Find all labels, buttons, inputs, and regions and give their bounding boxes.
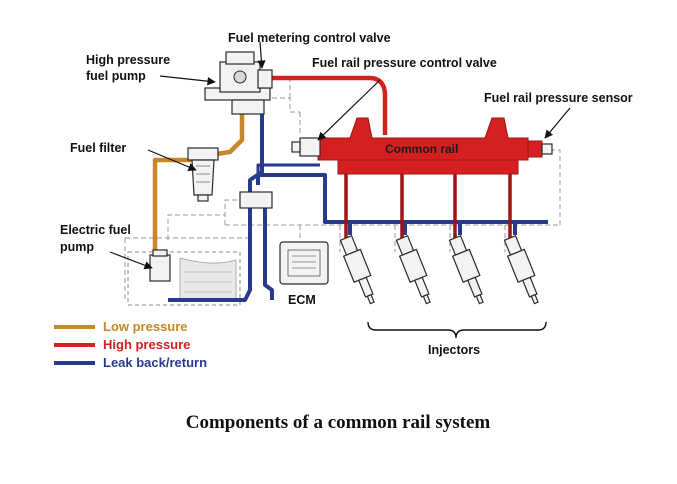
legend-label-low-pressure: Low pressure — [103, 319, 188, 334]
electric-fuel-pump — [149, 249, 171, 282]
high-pressure-lines — [268, 75, 512, 240]
injector-3 — [448, 234, 484, 305]
label-fuel-metering-valve: Fuel metering control valve — [228, 31, 391, 45]
common-rail: Common rail — [317, 117, 543, 175]
label-injectors: Injectors — [428, 343, 480, 357]
label-hp-pump-line1: High pressure — [86, 53, 170, 67]
legend-label-leak-return: Leak back/return — [103, 355, 207, 370]
callout-arrows — [109, 41, 571, 270]
rail-pressure-control-valve — [291, 137, 321, 157]
injectors-bracket — [367, 321, 547, 339]
legend-label-high-pressure: High pressure — [103, 337, 190, 352]
label-rail-pressure-sensor: Fuel rail pressure sensor — [484, 91, 633, 105]
low-pressure-lines — [152, 98, 245, 255]
fuel-filter — [187, 147, 219, 202]
leak-return-lines — [168, 98, 548, 302]
label-hp-pump-line2: fuel pump — [86, 69, 146, 83]
injector-4 — [503, 234, 539, 305]
return-junction — [239, 191, 273, 209]
label-electric-pump-line2: pump — [60, 240, 94, 254]
ecm-unit — [279, 241, 329, 285]
injector-2 — [395, 234, 431, 305]
diagram-caption: Components of a common rail system — [186, 412, 491, 433]
rail-pressure-sensor — [541, 143, 553, 155]
fuel-tank — [127, 251, 241, 306]
injector-1 — [339, 234, 375, 305]
label-electric-pump-line1: Electric fuel — [60, 223, 131, 237]
high-pressure-fuel-pump — [204, 51, 273, 115]
label-fuel-filter: Fuel filter — [70, 141, 126, 155]
label-ecm: ECM — [288, 293, 316, 307]
label-rail-pressure-valve: Fuel rail pressure control valve — [312, 56, 497, 70]
legend: Low pressure High pressure Leak back/ret… — [54, 319, 207, 370]
common-rail-label: Common rail — [385, 142, 458, 156]
